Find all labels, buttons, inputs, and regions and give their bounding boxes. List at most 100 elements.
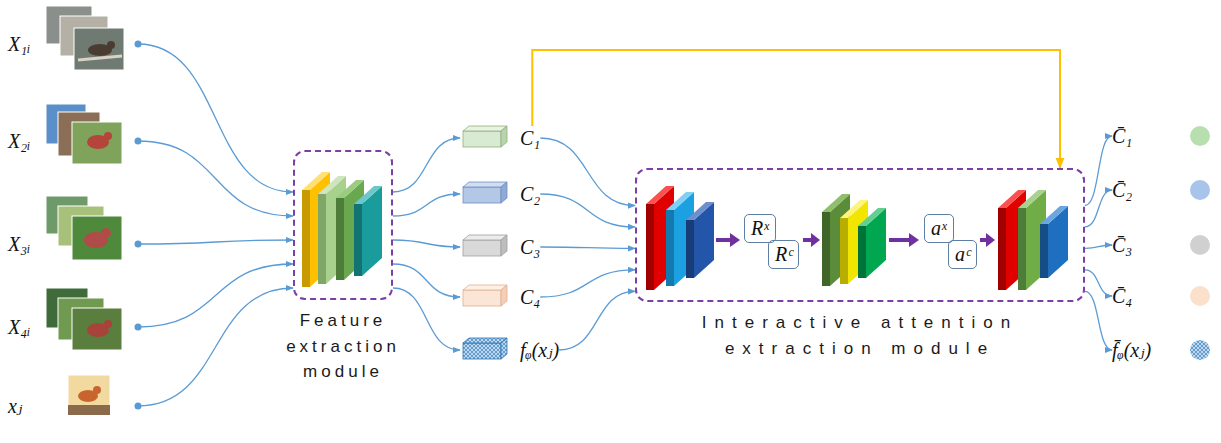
math-label: C₄ [520, 285, 540, 309]
attention-layers [858, 208, 886, 226]
feature-block [501, 235, 507, 256]
feature-map: C₂ [460, 182, 540, 206]
connector [540, 247, 635, 248]
feature-block [463, 343, 501, 359]
query-photo [93, 386, 101, 394]
math-label: xⱼ [8, 394, 138, 418]
attention-layers [654, 186, 674, 290]
process-arrow [909, 233, 919, 247]
photo-stack [104, 320, 112, 328]
feature-block [463, 235, 507, 240]
attention-module: RˣRᶜaˣaᶜInteractive attention extraction… [635, 168, 1085, 302]
photo-stack [107, 41, 115, 49]
query-photo [68, 375, 110, 415]
feature-block [501, 182, 507, 203]
attention-layers [1018, 208, 1026, 290]
math-label: X₂ᵢ [8, 129, 138, 153]
module-caption: Interactive attention extraction module [650, 310, 1070, 361]
attention-layers [1018, 190, 1046, 208]
math-label: Rᶜ [775, 244, 792, 265]
photo-stack [104, 132, 112, 140]
process-arrow [980, 238, 987, 242]
query-photo [68, 405, 110, 415]
feature-block [463, 182, 507, 187]
attention-layers [666, 210, 674, 286]
math-label: C̄₃ [1112, 233, 1132, 257]
attention-layers [646, 204, 654, 290]
math-label: C₁ [520, 126, 540, 150]
connector [559, 291, 635, 350]
output-dot [1190, 180, 1210, 200]
feature-layers [302, 190, 310, 287]
output-feature: f̄ᵩ(xⱼ) [1112, 338, 1151, 362]
feature-block [463, 126, 507, 131]
connector [138, 240, 293, 244]
attention-layers [686, 202, 714, 220]
feature-block [501, 338, 507, 359]
photo-stack [72, 122, 122, 164]
process-arrow [730, 233, 740, 247]
feature-map: C₁ [460, 126, 540, 150]
feature-block [463, 126, 507, 359]
process-arrow [811, 233, 820, 247]
math-label: aˣ [931, 218, 947, 239]
attention-box: aˣ [924, 214, 954, 243]
query-image: xⱼ [8, 394, 138, 418]
math-label: C̄₁ [1112, 124, 1132, 148]
output-dot [1190, 286, 1210, 306]
feature-layers [318, 194, 326, 284]
feature-layers [336, 180, 364, 198]
connector [138, 44, 293, 192]
feature-block [463, 285, 507, 290]
output-feature: C̄₂ [1112, 178, 1132, 202]
photo-stack [74, 28, 124, 70]
output-dot [1190, 126, 1210, 146]
output-dot [1190, 126, 1210, 360]
output-dot [1190, 340, 1210, 360]
feature-layers [302, 172, 382, 287]
photo-stack [101, 228, 111, 238]
photo-stack [46, 104, 122, 164]
math-label: C̄₄ [1112, 284, 1132, 308]
photo-stack [72, 216, 122, 260]
math-label: f̄ᵩ(xⱼ) [1112, 338, 1151, 362]
connector [393, 264, 460, 297]
process-arrow [803, 238, 812, 242]
math-label: X₄ᵢ [8, 315, 138, 339]
connector [393, 138, 460, 192]
feature-block [463, 131, 501, 147]
feature-block [463, 240, 501, 256]
feature-layers [354, 204, 362, 276]
feature-map: C₃ [460, 235, 540, 259]
connector [393, 194, 460, 216]
process-arrow [986, 233, 995, 247]
process-arrow [716, 238, 731, 242]
attention-layers [686, 220, 694, 278]
math-label: fᵩ(xⱼ) [520, 338, 559, 362]
connector [138, 264, 293, 327]
connector [540, 270, 635, 297]
math-label: X₃ᵢ [8, 232, 138, 256]
attention-layers [822, 212, 830, 286]
process-arrow [889, 238, 910, 242]
connector [1085, 291, 1112, 350]
query-photo [68, 375, 110, 415]
feature-block [463, 290, 501, 306]
attention-layers [666, 192, 694, 210]
attention-box: aᶜ [948, 240, 977, 269]
connector [1085, 190, 1112, 227]
feature-layers [318, 176, 346, 194]
math-label: Rˣ [751, 218, 769, 239]
feature-block [463, 338, 507, 343]
input-image-set: X₃ᵢ [8, 232, 138, 256]
photo-stack [46, 6, 124, 70]
photo-stack [46, 288, 122, 350]
attention-layers [998, 208, 1006, 290]
skip-connector [532, 50, 1060, 168]
connector [1085, 245, 1112, 248]
attention-layers [646, 186, 1068, 290]
attention-layers [822, 194, 850, 212]
attention-layers [1040, 224, 1048, 278]
